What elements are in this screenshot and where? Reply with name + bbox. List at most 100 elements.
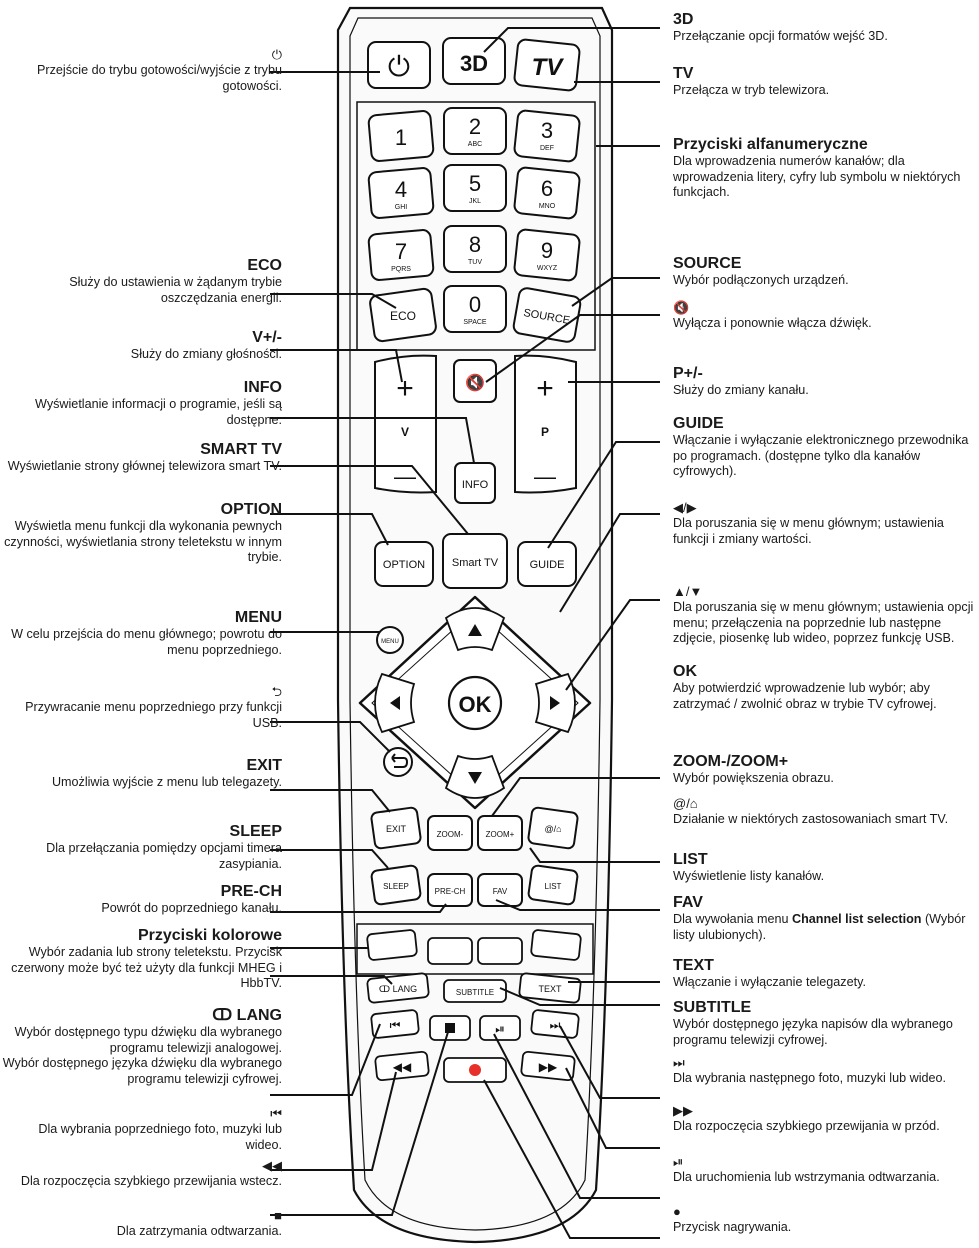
subtitle-button[interactable]: SUBTITLE [443, 979, 507, 1003]
left-arrow-button[interactable] [374, 672, 416, 734]
svg-text:DEF: DEF [540, 145, 554, 152]
guide-button[interactable]: GUIDE [517, 541, 577, 587]
svg-text:FAV: FAV [493, 887, 508, 896]
text-button[interactable]: TEXT [518, 972, 582, 1004]
ann-prev: ⏮ Dla wybrania poprzedniego foto, muzyki… [2, 1106, 282, 1153]
mute-button[interactable]: 🔇 [453, 359, 497, 403]
ann-subtitle: SUBTITLE Wybór dostępnego języka napisów… [673, 999, 953, 1047]
triangle-right-icon [550, 696, 560, 710]
power-icon: ⏻ [388, 51, 410, 82]
stop-button[interactable] [429, 1015, 471, 1041]
menu-button[interactable]: MENU [376, 626, 404, 654]
play-pause-icon: ⏯ [673, 1154, 684, 1169]
list-button[interactable]: LIST [527, 864, 579, 906]
rewind-button[interactable]: ◀◀ [374, 1050, 430, 1082]
up-down-arrows-icon: ▲/▼ [673, 584, 703, 599]
svg-text:LIST: LIST [545, 882, 562, 891]
svg-text:4: 4 [395, 177, 407, 202]
ann-color-keys: Przyciski kolorowe Wybór zadania lub str… [11, 927, 282, 990]
stop-icon: ■ [274, 1208, 282, 1223]
volume-rocker[interactable]: + V — [374, 354, 437, 494]
pre-ch-button[interactable]: PRE-CH [427, 873, 473, 907]
smart-tv-button[interactable]: Smart TV [442, 533, 508, 589]
svg-text:ABC: ABC [468, 141, 482, 148]
green-key[interactable] [427, 937, 473, 965]
svg-text:SUBTITLE: SUBTITLE [456, 988, 494, 997]
ann-zoom: ZOOM-/ZOOM+ Wybór powiększenia obrazu. [673, 753, 834, 785]
svg-text:5: 5 [469, 171, 481, 196]
mute-icon: 🔇 [673, 300, 690, 315]
svg-text:7: 7 [395, 239, 407, 264]
blue-key[interactable] [530, 929, 582, 961]
ann-stop: ■ Dla zatrzymania odtwarzania. [2, 1208, 282, 1240]
up-arrow-button[interactable] [444, 607, 506, 652]
svg-text:EXIT: EXIT [386, 824, 407, 834]
yellow-key[interactable] [477, 937, 523, 965]
home-button[interactable]: @/⌂ [527, 806, 579, 850]
record-icon: ● [673, 1204, 681, 1219]
ann-sleep: SLEEP Dla przełączania pomiędzy opcjami … [46, 823, 282, 871]
skip-next-icon: ⏭ [673, 1055, 685, 1070]
num-key-1[interactable]: 1 [367, 110, 435, 162]
svg-text:SPACE: SPACE [463, 319, 487, 326]
eco-button[interactable]: ECO [369, 287, 437, 343]
ann-menu: MENU W celu przejścia do menu głównego; … [11, 609, 282, 657]
record-button[interactable] [443, 1057, 507, 1083]
ann-left-right: ◀/▶ Dla poruszania się w menu głównym; u… [673, 500, 973, 547]
red-key[interactable] [366, 929, 418, 961]
svg-text:—: — [534, 464, 556, 489]
triangle-left-icon [390, 696, 400, 710]
svg-text:TUV: TUV [468, 259, 482, 266]
svg-text:GHI: GHI [395, 204, 408, 211]
lang-button[interactable]: ↀ LANG [366, 972, 430, 1004]
ann-text: TEXT Włączanie i wyłączanie telegazety. [673, 957, 866, 989]
sleep-button[interactable]: SLEEP [370, 864, 422, 906]
svg-text:PRE-CH: PRE-CH [435, 887, 466, 896]
home-icon: @/⌂ [673, 796, 698, 811]
prev-button[interactable]: ⏮ [370, 1009, 420, 1039]
zoom-minus-button[interactable]: ZOOM- [427, 815, 473, 851]
rewind-icon: ◀◀ [393, 1060, 412, 1074]
power-button[interactable]: ⏻ [367, 41, 431, 89]
fast-forward-button[interactable]: ▶▶ [520, 1050, 576, 1082]
fast-forward-icon: ▶▶ [539, 1060, 558, 1074]
next-button[interactable]: ⏭ [530, 1009, 580, 1039]
play-pause-button[interactable]: ⏯ [479, 1015, 521, 1041]
exit-button[interactable]: EXIT [370, 806, 422, 850]
source-button[interactable]: SOURCE [512, 287, 582, 343]
svg-text:ECO: ECO [390, 309, 416, 323]
svg-text:ↀ LANG: ↀ LANG [379, 984, 417, 994]
ann-source: SOURCE Wybór podłączonych urządzeń. [673, 255, 849, 287]
down-arrow-button[interactable] [444, 754, 506, 799]
3d-button[interactable]: 3D [442, 37, 506, 85]
svg-text:ZOOM+: ZOOM+ [486, 830, 515, 839]
ann-tv: TV Przełącza w tryb telewizora. [673, 65, 830, 97]
svg-text:OK: OK [459, 692, 492, 717]
svg-text:+: + [396, 372, 414, 405]
svg-text:OPTION: OPTION [383, 559, 425, 571]
right-arrow-button[interactable] [534, 672, 576, 734]
svg-text:INFO: INFO [462, 479, 489, 491]
rewind-icon: ◀◀ [262, 1158, 282, 1173]
fav-button[interactable]: FAV [477, 873, 523, 907]
ann-power: ⏻ Przejście do trybu gotowości/wyjście z… [2, 47, 282, 94]
svg-text:1: 1 [395, 125, 407, 150]
info-button[interactable]: INFO [454, 462, 496, 504]
svg-text:0: 0 [469, 292, 481, 317]
zoom-plus-button[interactable]: ZOOM+ [477, 815, 523, 851]
ok-button[interactable]: OK [447, 675, 503, 731]
channel-rocker[interactable]: + P — [514, 354, 577, 494]
ann-prech: PRE-CH Powrót do poprzedniego kanału. [101, 883, 282, 915]
tv-button[interactable]: TV [513, 38, 581, 92]
option-button[interactable]: OPTION [374, 541, 434, 587]
back-button[interactable] [383, 747, 413, 777]
